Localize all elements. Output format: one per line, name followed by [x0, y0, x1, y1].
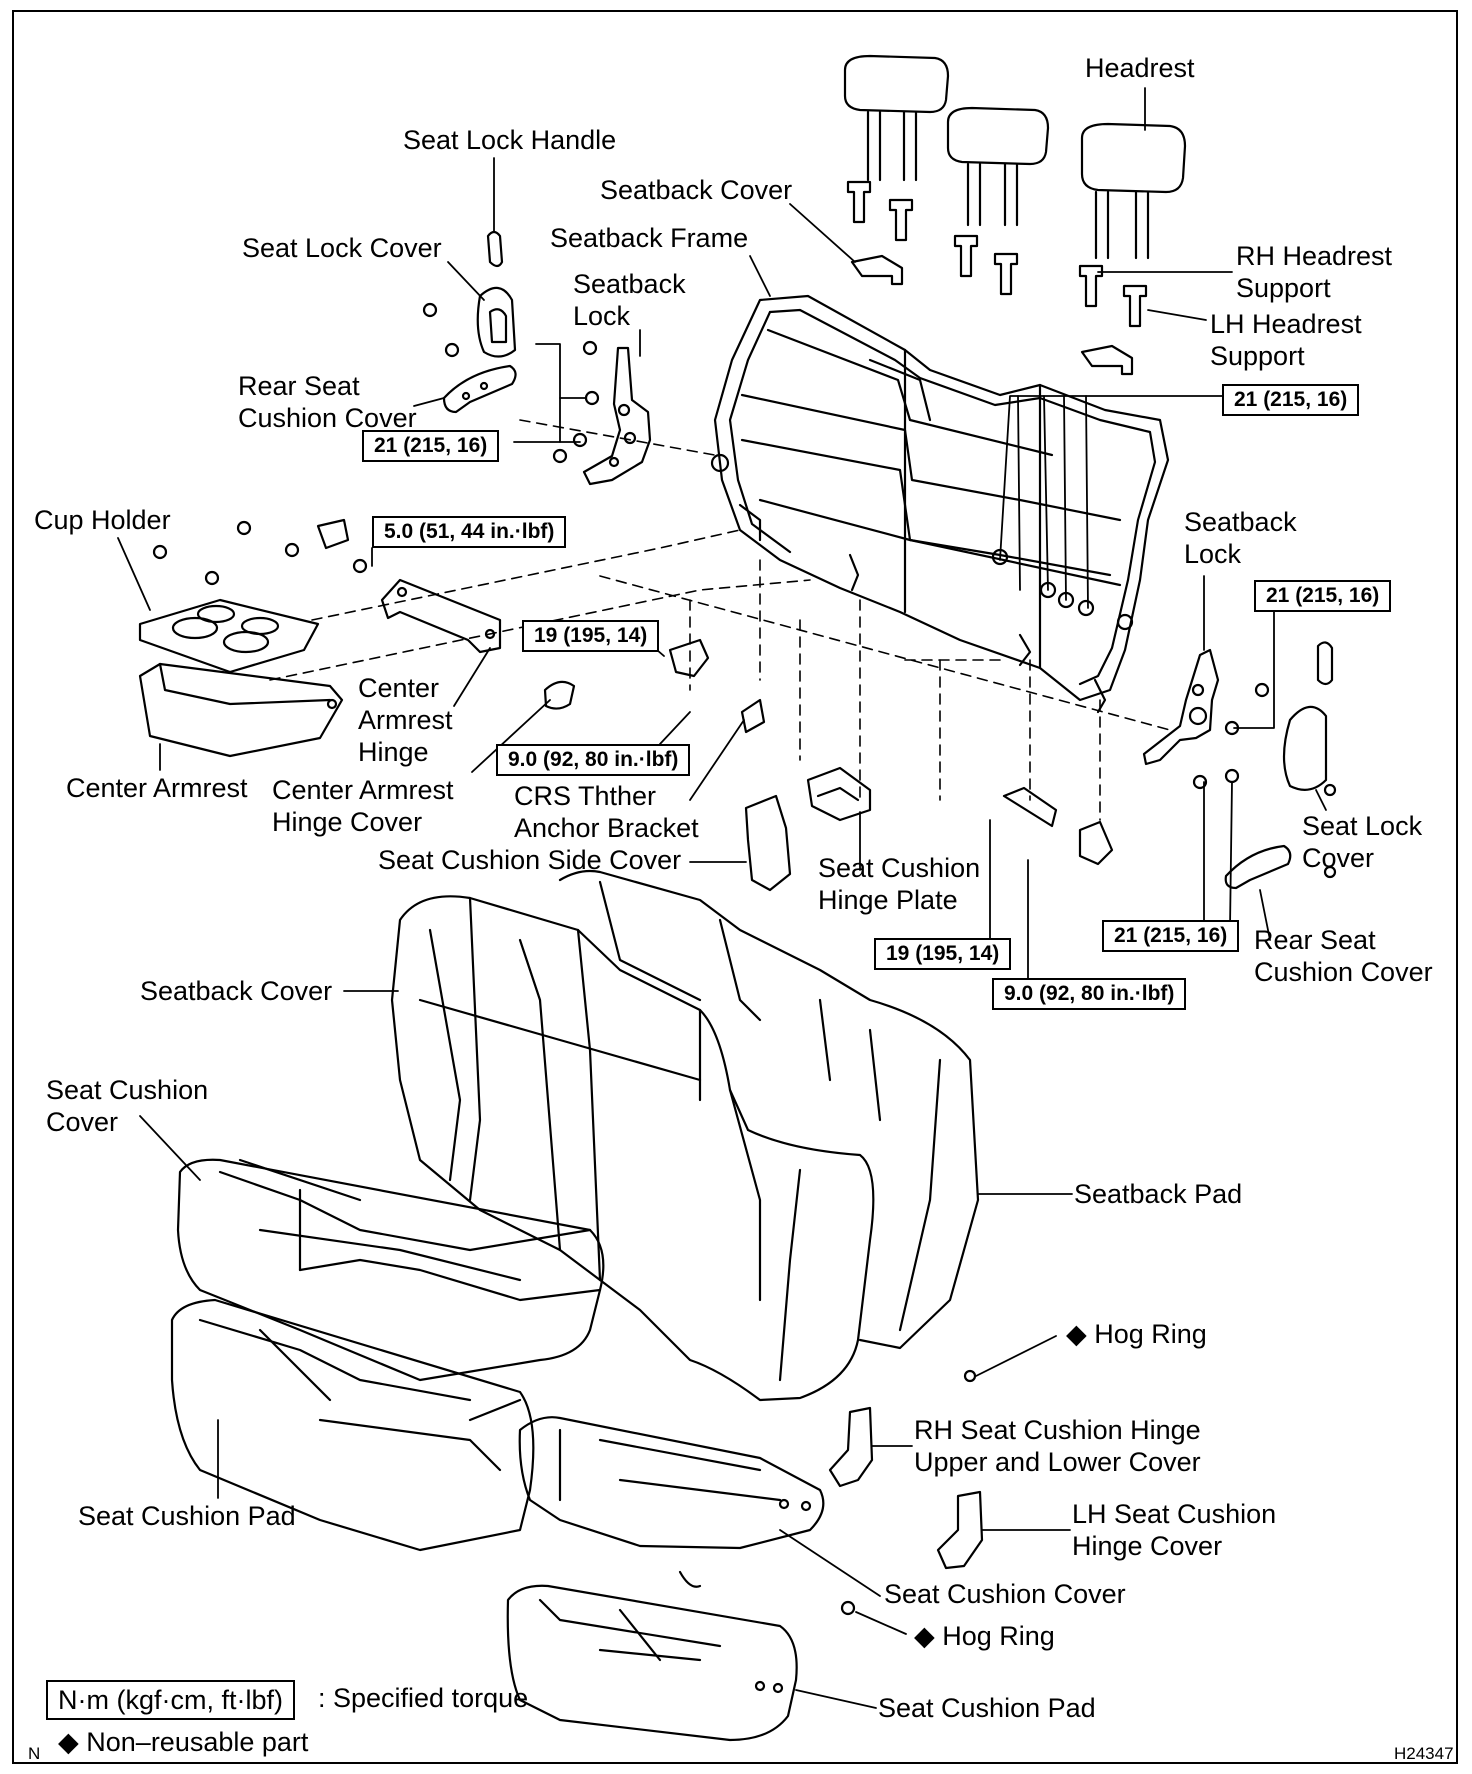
lh-seat-cushion-hinge-cover-label: LH Seat Cushion Hinge Cover — [1072, 1499, 1277, 1561]
center-armrest-hinge-cover-part — [316, 518, 350, 550]
torque-box: 21 (215, 16) — [362, 430, 500, 462]
bolts-left — [422, 302, 600, 464]
seat-cushion-pad-lower-label: Seat Cushion Pad — [878, 1693, 1096, 1723]
lh-headrest-support-label: LH Headrest Support — [1210, 309, 1362, 371]
legend-unit-desc: : Specified torque — [318, 1683, 529, 1713]
center-armrest-hinge-part — [380, 578, 502, 654]
bolts-right — [1192, 682, 1337, 879]
legend-nonreusable: ◆ Non–reusable part — [58, 1727, 309, 1757]
headrest-label: Headrest — [1085, 53, 1195, 83]
seat-cushion-hinge-plate-part — [806, 766, 872, 822]
seat-lock-handle-part — [486, 230, 504, 268]
small-seat-cushion-cover-part — [518, 1416, 825, 1550]
seatback-frame-label: Seatback Frame — [550, 223, 749, 253]
armrest-screws — [152, 520, 368, 586]
seat-cushion-cover-left-label: Seat Cushion Cover — [46, 1075, 209, 1137]
torque-box: 5.0 (51, 44 in.·lbf) — [372, 516, 567, 548]
hinge-cover-piece — [543, 680, 576, 710]
legend-unit-box: N·m (kgf·cm, ft·lbf) — [46, 1680, 295, 1720]
center-armrest-label: Center Armrest — [66, 773, 248, 803]
center-armrest-hinge-label: Center Armrest Hinge — [358, 673, 453, 767]
seatback-frame — [710, 294, 1170, 714]
seat-lock-handle-right-part — [1316, 641, 1334, 686]
seatback-cover-top-label: Seatback Cover — [600, 175, 793, 205]
center-armrest-part — [138, 662, 344, 758]
torque-box: 9.0 (92, 80 in.·lbf) — [992, 978, 1187, 1010]
seat-lock-cover-left-label: Seat Lock Cover — [242, 233, 442, 263]
lh-seat-cushion-hinge-cover-part — [936, 1490, 984, 1570]
seat-cushion-cover-part — [176, 1158, 605, 1382]
torque-box: 21 (215, 16) — [1254, 580, 1392, 612]
hog-ring-lower-part — [840, 1600, 856, 1616]
seatback-cover-part — [390, 895, 875, 1402]
seatback-cover-mid-label: Seatback Cover — [140, 976, 333, 1006]
seat-cushion-pad-part — [170, 1298, 535, 1552]
small-seat-cushion-pad-part — [506, 1570, 798, 1742]
torque-box: 9.0 (92, 80 in.·lbf) — [496, 744, 691, 776]
cup-holder-part — [138, 598, 320, 674]
figure-code: H24347 — [1394, 1744, 1454, 1763]
hog-ring-lower-label: ◆ Hog Ring — [914, 1621, 1055, 1651]
rear-seat-cushion-cover-left-part — [442, 364, 517, 414]
diagram-sheet — [12, 10, 1458, 1764]
torque-box: 19 (195, 14) — [522, 620, 660, 652]
cup-holder-label: Cup Holder — [34, 505, 171, 535]
right-hinge-brackets — [1002, 786, 1114, 866]
rh-seat-cushion-hinge-cover-label: RH Seat Cushion Hinge Upper and Lower Co… — [914, 1415, 1201, 1477]
seat-lock-handle-label: Seat Lock Handle — [403, 125, 617, 155]
seat-cushion-cover-lower-label: Seat Cushion Cover — [884, 1579, 1126, 1609]
seatback-pad-label: Seatback Pad — [1074, 1179, 1243, 1209]
seatback-pad-part — [558, 869, 980, 1350]
headrest-right — [1080, 122, 1187, 260]
seat-lock-cover-right-label: Seat Lock Cover — [1302, 811, 1423, 873]
seat-cushion-side-cover-part — [744, 794, 792, 892]
seat-cushion-hinge-plate-label: Seat Cushion Hinge Plate — [818, 853, 981, 915]
seatback-lock-left-part — [582, 346, 652, 486]
torque-box: 21 (215, 16) — [1222, 384, 1360, 416]
seat-lock-cover-right-part — [1282, 705, 1328, 791]
torque-box: 21 (215, 16) — [1102, 920, 1240, 952]
seat-lock-cover-left-part — [476, 286, 517, 358]
rear-seat-cushion-cover-left-label: Rear Seat Cushion Cover — [238, 371, 417, 433]
rear-seat-cushion-cover-right-part — [1224, 844, 1292, 890]
crs-tether-anchor-bracket-part — [668, 638, 766, 734]
seat-cushion-side-cover-label: Seat Cushion Side Cover — [378, 845, 682, 875]
headrest-center — [946, 106, 1050, 227]
headrest-supports — [846, 180, 1148, 328]
hog-ring-upper-label: ◆ Hog Ring — [1066, 1319, 1207, 1349]
crs-tether-anchor-bracket-label: CRS Thther Anchor Bracket — [514, 781, 699, 843]
rear-seat-cushion-cover-right-label: Rear Seat Cushion Cover — [1254, 925, 1433, 987]
seatback-lock-right-part — [1142, 648, 1220, 766]
headrest-left — [843, 54, 950, 182]
seat-cushion-pad-left-label: Seat Cushion Pad — [78, 1501, 296, 1531]
seatback-lock-left-label: Seatback Lock — [573, 269, 686, 331]
torque-box: 19 (195, 14) — [874, 938, 1012, 970]
rh-seat-cushion-hinge-cover-part — [828, 1406, 874, 1488]
corner-mark-left: N — [28, 1744, 41, 1763]
rh-headrest-support-label: RH Headrest Support — [1236, 241, 1393, 303]
center-armrest-hinge-cover-label: Center Armrest Hinge Cover — [272, 775, 454, 837]
seatback-lock-right-label: Seatback Lock — [1184, 507, 1297, 569]
